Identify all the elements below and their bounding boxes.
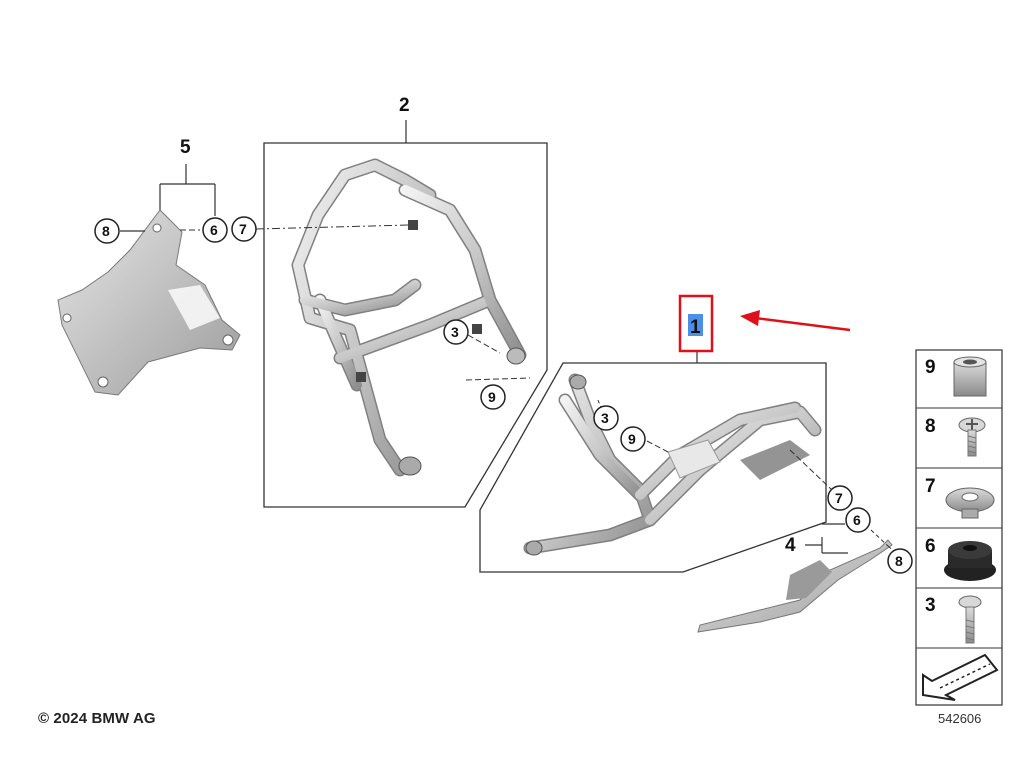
- callout-8-lower: 8: [887, 548, 913, 574]
- upper-crash-bar: [291, 158, 527, 477]
- legend-label-8: 8: [925, 416, 936, 437]
- callout-9-lower: 9: [620, 426, 646, 452]
- callout-8-left: 8: [94, 218, 120, 244]
- callout-7-lower: 7: [827, 485, 853, 511]
- legend-label-9: 9: [925, 357, 936, 378]
- bolt-icon: [958, 595, 982, 644]
- callout-3-lower: 3: [593, 405, 619, 431]
- svg-text:9: 9: [488, 389, 496, 405]
- part-number-5: 5: [180, 137, 191, 158]
- svg-text:3: 3: [601, 410, 609, 426]
- small-parts-legend: 9 8 7 6 3: [915, 349, 1003, 706]
- part-number-1-highlight[interactable]: 1: [678, 294, 714, 353]
- svg-text:7: 7: [239, 221, 247, 237]
- svg-text:7: 7: [835, 490, 843, 506]
- part-number-2: 2: [399, 95, 410, 116]
- assembly-frame-1: [479, 362, 827, 573]
- callout-6-lower: 6: [845, 507, 871, 533]
- svg-text:8: 8: [895, 553, 903, 569]
- red-pointer-arrow-icon: [740, 310, 851, 332]
- svg-text:6: 6: [210, 222, 218, 238]
- svg-text:6: 6: [853, 512, 861, 528]
- legend-label-6: 6: [925, 536, 936, 557]
- direction-arrow-icon: [922, 653, 999, 701]
- rubber-grommet-icon: [944, 541, 996, 581]
- legend-label-3: 3: [925, 595, 936, 616]
- washer-icon: [945, 487, 995, 519]
- copyright-notice: © 2024 BMW AG: [38, 710, 156, 727]
- callout-7-left: 7: [231, 216, 257, 242]
- legend-label-7: 7: [925, 476, 936, 497]
- callout-6-left: 6: [202, 217, 228, 243]
- lower-crash-bar: [523, 373, 822, 555]
- assembly-frame-2: [263, 142, 548, 508]
- torx-screw-icon: [958, 417, 986, 457]
- svg-text:3: 3: [451, 324, 459, 340]
- part-number-1: 1: [690, 317, 701, 338]
- spacer-sleeve-icon: [953, 356, 987, 397]
- bracket-plate-5: [57, 209, 241, 396]
- part-number-4: 4: [785, 535, 796, 556]
- diagram-id: 542606: [938, 711, 982, 726]
- svg-text:9: 9: [628, 431, 636, 447]
- callout-3-upper: 3: [443, 319, 469, 345]
- callout-9-upper: 9: [480, 384, 506, 410]
- svg-text:8: 8: [102, 223, 110, 239]
- bracket-plate-4: [697, 539, 893, 633]
